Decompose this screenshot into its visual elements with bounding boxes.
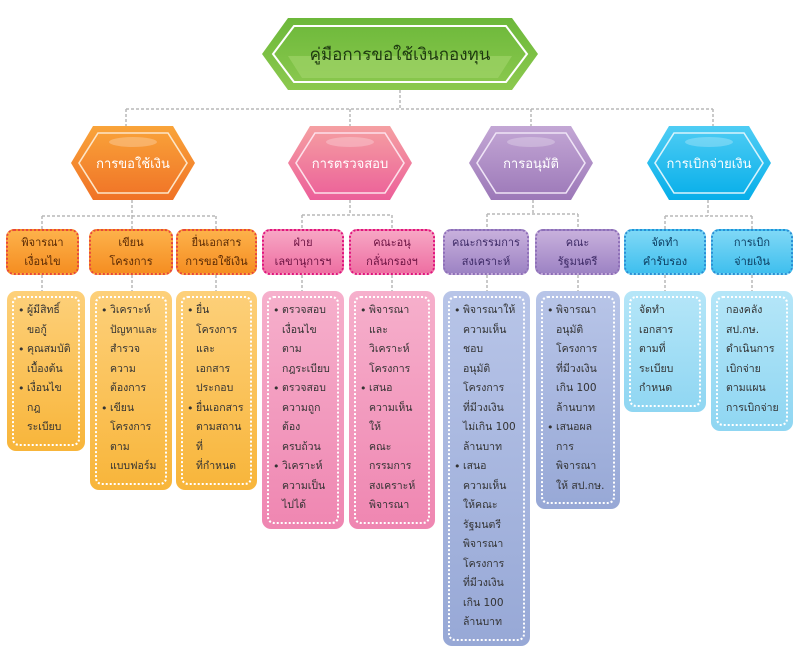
detail-item: เสนอ ความเห็นให้ คณะกรรมการ สงเคราะห์ พิ… bbox=[360, 379, 424, 516]
sub-node-disburse-money: การเบิก จ่ายเงิน bbox=[711, 229, 793, 275]
detail-item: ตรวจสอบ ความถูกต้อง ครบถ้วน bbox=[273, 379, 333, 457]
detail-item: วิเคราะห์ ปัญหาและ สำรวจความ ต้องการ bbox=[101, 301, 161, 399]
sub-label: พิจารณา เงื่อนไข bbox=[21, 236, 64, 268]
detail-box: วิเคราะห์ ปัญหาและ สำรวจความ ต้องการ เขี… bbox=[90, 291, 172, 490]
detail-box: ผู้มีสิทธิ์ ขอกู้ คุณสมบัติ เบื้องต้น เง… bbox=[7, 291, 85, 451]
sub-label: จัดทำ คำรับรอง bbox=[642, 236, 688, 268]
sub-node-write-project: เขียน โครงการ bbox=[89, 229, 173, 275]
detail-item: วิเคราะห์ ความเป็น ไปได้ bbox=[273, 457, 333, 516]
category-node-approval: การอนุมัติ bbox=[469, 126, 593, 200]
category-node-disbursement: การเบิกจ่ายเงิน bbox=[647, 126, 771, 200]
detail-item: เสนอผล การพิจารณา ให้ สป.กษ. bbox=[547, 418, 609, 496]
sub-node-secretariat: ฝ่าย เลขานุการฯ bbox=[262, 229, 344, 275]
detail-item: ตรวจสอบ เงื่อนไขตาม กฎระเบียบ bbox=[273, 301, 333, 379]
category-label: การอนุมัติ bbox=[503, 156, 559, 172]
connector-cat-0-subs bbox=[41, 200, 217, 229]
sub-label: ยื่นเอกสาร การขอใช้เงิน bbox=[185, 236, 248, 268]
detail-box: พิจารณาให้ ความเห็นชอบ อนุมัติ โครงการ ท… bbox=[443, 291, 530, 646]
detail-box: พิจารณา และวิเคราะห์ โครงการ เสนอ ความเห… bbox=[349, 291, 435, 529]
detail-item: ผู้มีสิทธิ์ ขอกู้ bbox=[18, 301, 74, 340]
hexagon-shape bbox=[288, 126, 412, 200]
connector-sub-details bbox=[41, 275, 753, 291]
hexagon-shape bbox=[71, 126, 195, 200]
sub-label: เขียน โครงการ bbox=[109, 236, 153, 268]
detail-box: พิจารณา อนุมัติ โครงการ ที่มีวงเงิน เกิน… bbox=[536, 291, 620, 509]
detail-item: คุณสมบัติ เบื้องต้น bbox=[18, 340, 74, 379]
detail-item: พิจารณาให้ ความเห็นชอบ อนุมัติ โครงการ ท… bbox=[454, 301, 519, 457]
detail-box: ตรวจสอบ เงื่อนไขตาม กฎระเบียบ ตรวจสอบ คว… bbox=[262, 291, 344, 529]
connector-cat-2-subs bbox=[486, 200, 579, 229]
connector-cat-1-subs bbox=[301, 200, 393, 229]
category-label: การขอใช้เงิน bbox=[96, 156, 170, 172]
category-label: การเบิกจ่ายเงิน bbox=[666, 156, 752, 172]
detail-item: เขียน โครงการ ตาม แบบฟอร์ม bbox=[101, 399, 161, 477]
detail-text: จัดทำเอกสาร ตามที่ระเบียบ กำหนด bbox=[639, 304, 674, 394]
sub-node-certification: จัดทำ คำรับรอง bbox=[624, 229, 706, 275]
sub-node-consider-conditions: พิจารณา เงื่อนไข bbox=[6, 229, 79, 275]
sub-label: การเบิก จ่ายเงิน bbox=[733, 236, 771, 268]
sub-node-cabinet: คณะ รัฐมนตรี bbox=[535, 229, 620, 275]
detail-item: เงื่อนไข กฎระเบียบ bbox=[18, 379, 74, 438]
sub-label: คณะอนุ กลั่นกรองฯ bbox=[366, 236, 418, 268]
sub-node-screening-subcommittee: คณะอนุ กลั่นกรองฯ bbox=[349, 229, 435, 275]
sub-node-submit-documents: ยื่นเอกสาร การขอใช้เงิน bbox=[176, 229, 257, 275]
hexagon-shape bbox=[647, 126, 771, 200]
category-node-request: การขอใช้เงิน bbox=[71, 126, 195, 200]
sub-label: คณะ รัฐมนตรี bbox=[557, 236, 598, 268]
detail-box: ยื่นโครงการ และเอกสาร ประกอบ ยื่นเอกสาร … bbox=[176, 291, 257, 490]
detail-item: ยื่นเอกสาร ตามสถานที่ ที่กำหนด bbox=[187, 399, 246, 477]
detail-item: เสนอ ความเห็น ให้คณะ รัฐมนตรี พิจารณา โค… bbox=[454, 457, 519, 633]
detail-item: ยื่นโครงการ และเอกสาร ประกอบ bbox=[187, 301, 246, 399]
category-label: การตรวจสอบ bbox=[311, 156, 389, 172]
hexagon-shape bbox=[469, 126, 593, 200]
category-node-review: การตรวจสอบ bbox=[288, 126, 412, 200]
sub-label: คณะกรรมการ สงเคราะห์ bbox=[452, 236, 520, 268]
sub-label: ฝ่าย เลขานุการฯ bbox=[274, 236, 332, 268]
detail-item: พิจารณา อนุมัติ โครงการ ที่มีวงเงิน เกิน… bbox=[547, 301, 609, 418]
connector-cat-3-subs bbox=[664, 200, 753, 229]
title-node: คู่มือการขอใช้เงินกองทุน bbox=[262, 18, 538, 90]
detail-box: จัดทำเอกสาร ตามที่ระเบียบ กำหนด bbox=[624, 291, 706, 412]
detail-item: พิจารณา และวิเคราะห์ โครงการ bbox=[360, 301, 424, 379]
detail-box: กองคลัง สป.กษ. ดำเนินการ เบิกจ่าย ตามแผน… bbox=[711, 291, 793, 431]
title-hexagon-shape bbox=[262, 18, 538, 90]
page-title: คู่มือการขอใช้เงินกองทุน bbox=[309, 44, 491, 65]
detail-text: กองคลัง สป.กษ. ดำเนินการ เบิกจ่าย ตามแผน… bbox=[726, 304, 779, 414]
sub-node-welfare-committee: คณะกรรมการ สงเคราะห์ bbox=[443, 229, 529, 275]
